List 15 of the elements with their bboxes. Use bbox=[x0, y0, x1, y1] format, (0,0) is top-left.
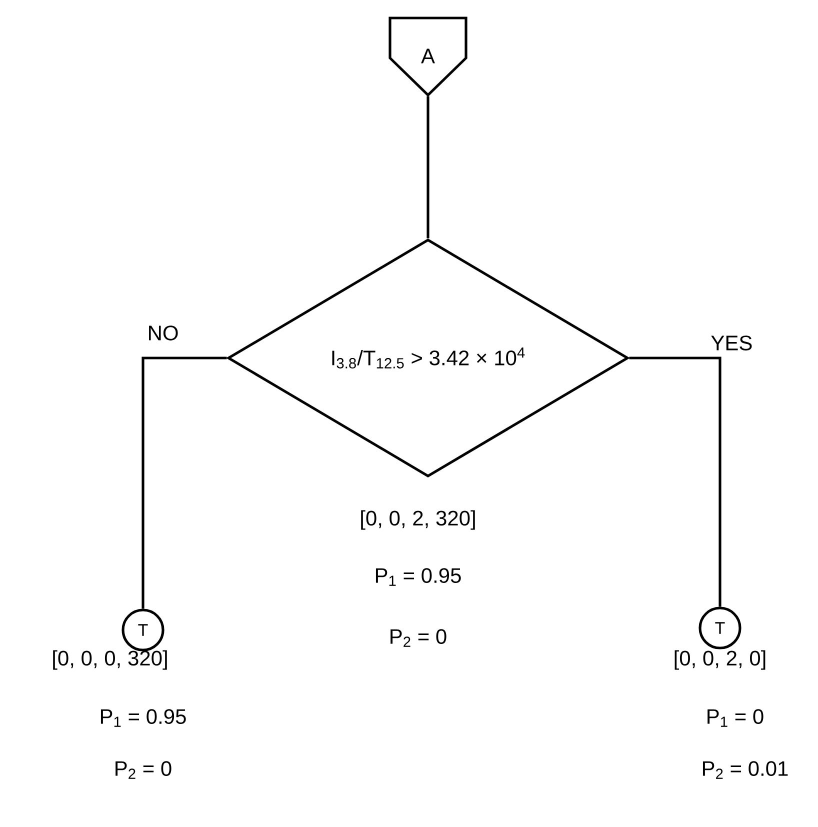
probability-label: P$_{1}$ = 0.95 bbox=[100, 709, 186, 727]
probability-label: P$_{2}$ = 0 bbox=[390, 629, 446, 647]
connector-line bbox=[426, 96, 430, 238]
off-page-connector: A bbox=[388, 16, 468, 97]
state-vector: [0, 0, 2, 320] bbox=[361, 510, 475, 530]
probability-label: P$_{1}$ = 0 bbox=[708, 709, 764, 727]
probability-label: P$_{2}$ = 0 bbox=[116, 761, 172, 779]
connector-line bbox=[142, 356, 227, 609]
connector-line bbox=[629, 356, 722, 607]
state-vector: [0, 0, 0, 320] bbox=[53, 650, 167, 670]
probability-label: P$_{1}$ = 0.95 bbox=[376, 568, 461, 586]
state-vector: [0, 0, 2, 0] bbox=[674, 650, 766, 670]
edge-label: NO bbox=[149, 326, 178, 340]
edge-label: YES bbox=[711, 336, 752, 350]
probability-label: P$_{2}$ = 0.01 bbox=[702, 761, 788, 779]
